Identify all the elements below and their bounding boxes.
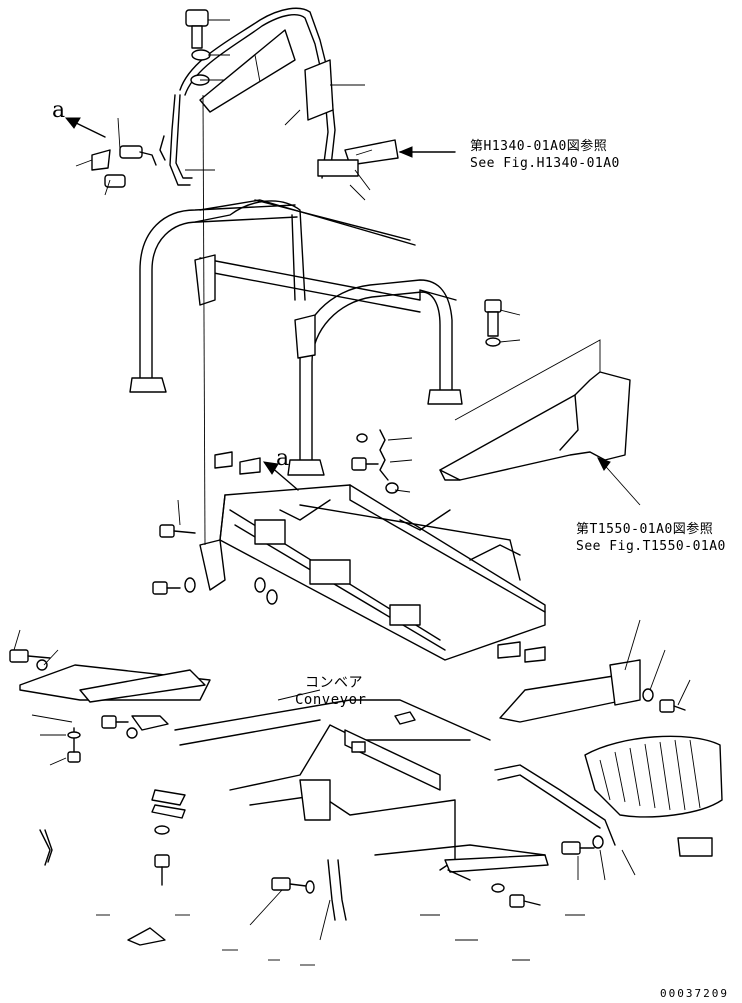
chain-fittings — [351, 429, 413, 494]
view-marker-lower: a — [276, 446, 290, 471]
lower-left-bracket — [9, 629, 211, 703]
rops-mount-bolts — [454, 299, 601, 421]
right-cover — [494, 619, 723, 881]
lower-center-fasteners — [249, 859, 347, 941]
reference-right-en: See Fig.T1550-01A0 — [576, 539, 726, 554]
view-a-arrow-upper — [64, 117, 106, 138]
conveyor-frame — [174, 689, 549, 908]
frame-bolts-left — [152, 499, 278, 605]
left-fasteners — [31, 714, 186, 946]
fittings-upper-left — [91, 9, 211, 188]
reference-top-jp: 第H1340-01A0図参照 — [470, 139, 608, 154]
rops-frame — [129, 199, 463, 476]
chassis-frame — [199, 451, 546, 663]
dash-marks — [96, 914, 585, 966]
conveyor-label-en: Conveyor — [295, 692, 367, 708]
view-a-arrow-lower — [262, 461, 299, 491]
conveyor-label-jp: コンベア — [305, 675, 363, 691]
side-beam — [439, 371, 641, 506]
leader-lines-upper — [75, 19, 456, 201]
reference-right-jp: 第T1550-01A0図参照 — [576, 522, 714, 537]
vertical-leader — [202, 94, 206, 546]
reference-top-en: See Fig.H1340-01A0 — [470, 156, 620, 171]
drawing-number: 00037209 — [660, 987, 729, 1000]
hose-bracket-assembly — [169, 7, 399, 186]
view-marker-upper: a — [52, 98, 66, 123]
